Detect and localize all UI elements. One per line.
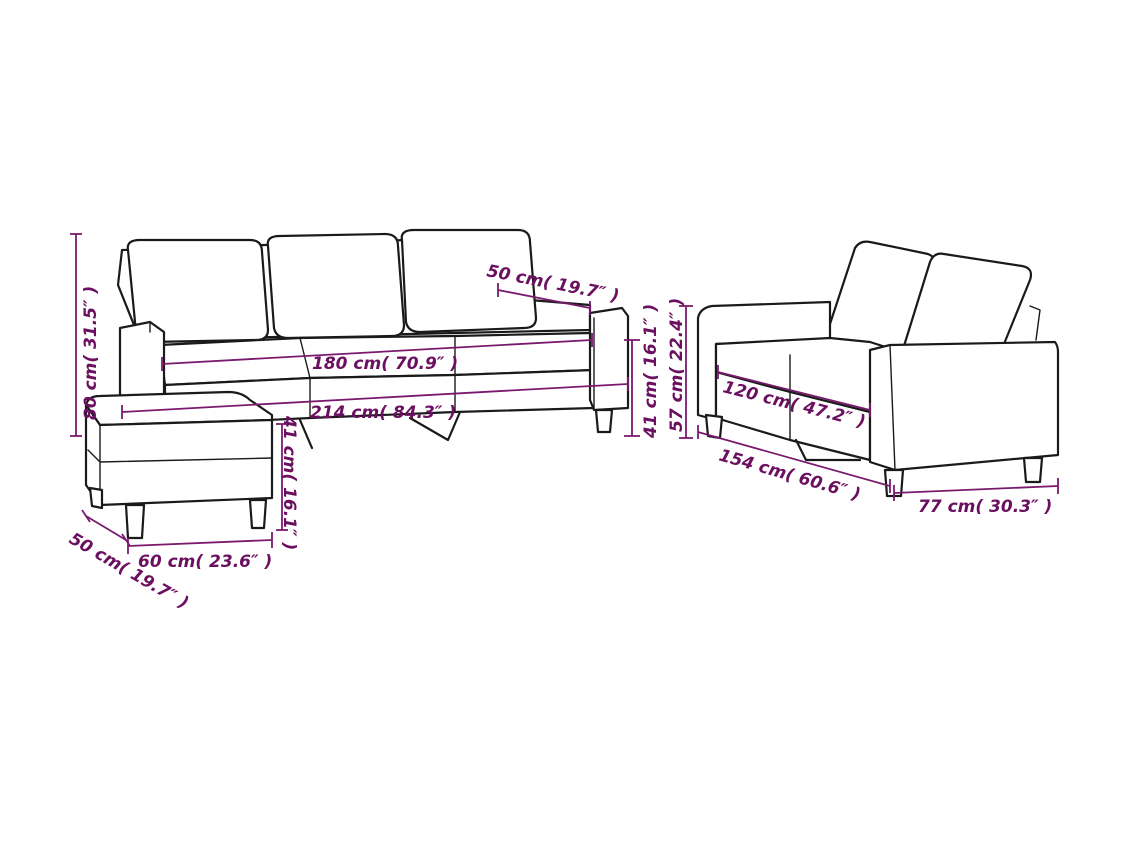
back-cushion-right bbox=[400, 228, 538, 334]
three-seater-sofa bbox=[116, 228, 630, 450]
stool-width-label: 60 cm( 23.6″ ) bbox=[138, 552, 272, 572]
back-cushion-middle bbox=[266, 232, 406, 340]
loveseat bbox=[696, 240, 1060, 498]
sofa-total-width-label: 214 cm( 84.3″ ) bbox=[310, 403, 456, 423]
dimension-lines bbox=[70, 233, 1059, 554]
footstool bbox=[84, 390, 274, 540]
loveseat-back-cushion-right bbox=[902, 252, 1033, 348]
loveseat-height-label: 57 cm( 22.4″ ) bbox=[667, 298, 687, 432]
stool-height-label: 41 cm( 16.1″ ) bbox=[279, 415, 299, 550]
sofa-seat-height-label: 41 cm( 16.1″ ) bbox=[641, 304, 661, 439]
sofa-seat-width-label: 180 cm( 70.9″ ) bbox=[312, 354, 458, 374]
loveseat-depth-label: 77 cm( 30.3″ ) bbox=[918, 497, 1052, 517]
loveseat-total-width-label: 154 cm( 60.6″ ) bbox=[717, 446, 863, 506]
sofa-height-label: 80 cm( 31.5″ ) bbox=[81, 286, 101, 420]
